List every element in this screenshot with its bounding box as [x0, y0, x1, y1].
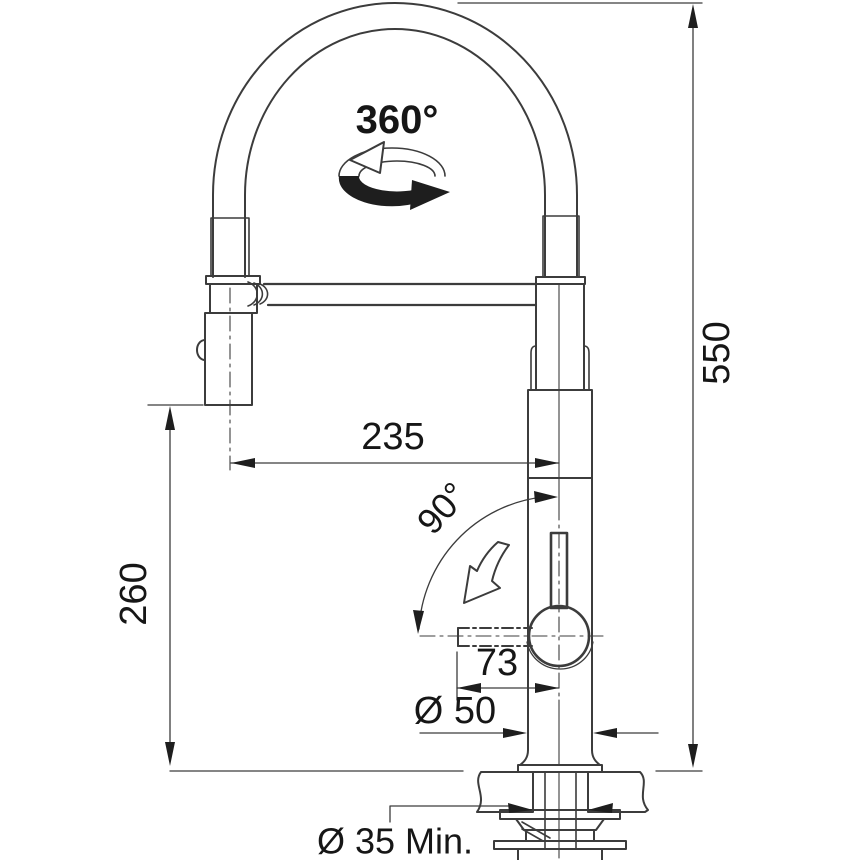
rotation-arrowhead-solid [410, 180, 450, 210]
faucet-body [517, 276, 603, 773]
dim-total-height: 550 [457, 2, 738, 768]
arrow-left-in [593, 728, 617, 738]
lever-handle-horizontal-alt [419, 627, 607, 647]
arrow-right [535, 458, 559, 468]
arrow-down [688, 744, 698, 768]
body-clip-right [583, 345, 590, 390]
arrow-down [165, 742, 175, 766]
lever-handle-vertical [549, 531, 569, 610]
rotation-label: 360° [356, 98, 439, 142]
arrow-right [535, 683, 559, 693]
total-height-label: 550 [696, 321, 738, 384]
swivel-arm [262, 282, 538, 307]
head-clearance-label: 260 [113, 562, 155, 625]
counter-slab-right [587, 771, 649, 813]
mounting-assembly [493, 771, 627, 860]
dim-lever-length: 73 [456, 642, 560, 701]
dim-head-clearance: 260 [113, 404, 204, 766]
arrow-up [165, 406, 175, 430]
swing-direction-arrow [463, 541, 510, 604]
arrow-left [457, 683, 481, 693]
arrow-left-in [588, 803, 613, 813]
mounting-nut [517, 848, 603, 860]
arrow-right-in [508, 803, 533, 813]
rotation-arrowhead-open [349, 141, 385, 174]
lever-length-label: 73 [476, 642, 518, 684]
spacer-taper [515, 818, 605, 831]
arc-arrow-bottom [413, 610, 424, 634]
arrow-left [231, 458, 255, 468]
spout-reach-label: 235 [361, 416, 424, 458]
arrow-right-in [503, 728, 527, 738]
spray-head [196, 275, 269, 471]
dim-hole-diameter: Ø 35 Min. [317, 803, 613, 860]
arrow-up [688, 4, 698, 28]
counter-slab-left [476, 771, 534, 813]
base-diameter-label: Ø 50 [414, 690, 496, 732]
hole-diameter-label: Ø 35 Min. [317, 821, 473, 860]
shank [532, 771, 589, 811]
base-plate [517, 764, 603, 773]
rotation-icon: 360° [338, 98, 450, 210]
arc-arrow-top [534, 491, 558, 503]
faucet-arch [212, 2, 578, 278]
countertop-section [169, 770, 703, 813]
body-clip-left [530, 345, 537, 390]
body-collar [527, 389, 593, 479]
dim-spout-reach: 235 [230, 416, 560, 468]
dim-base-diameter: Ø 50 [414, 690, 659, 738]
spray-button [196, 339, 206, 361]
